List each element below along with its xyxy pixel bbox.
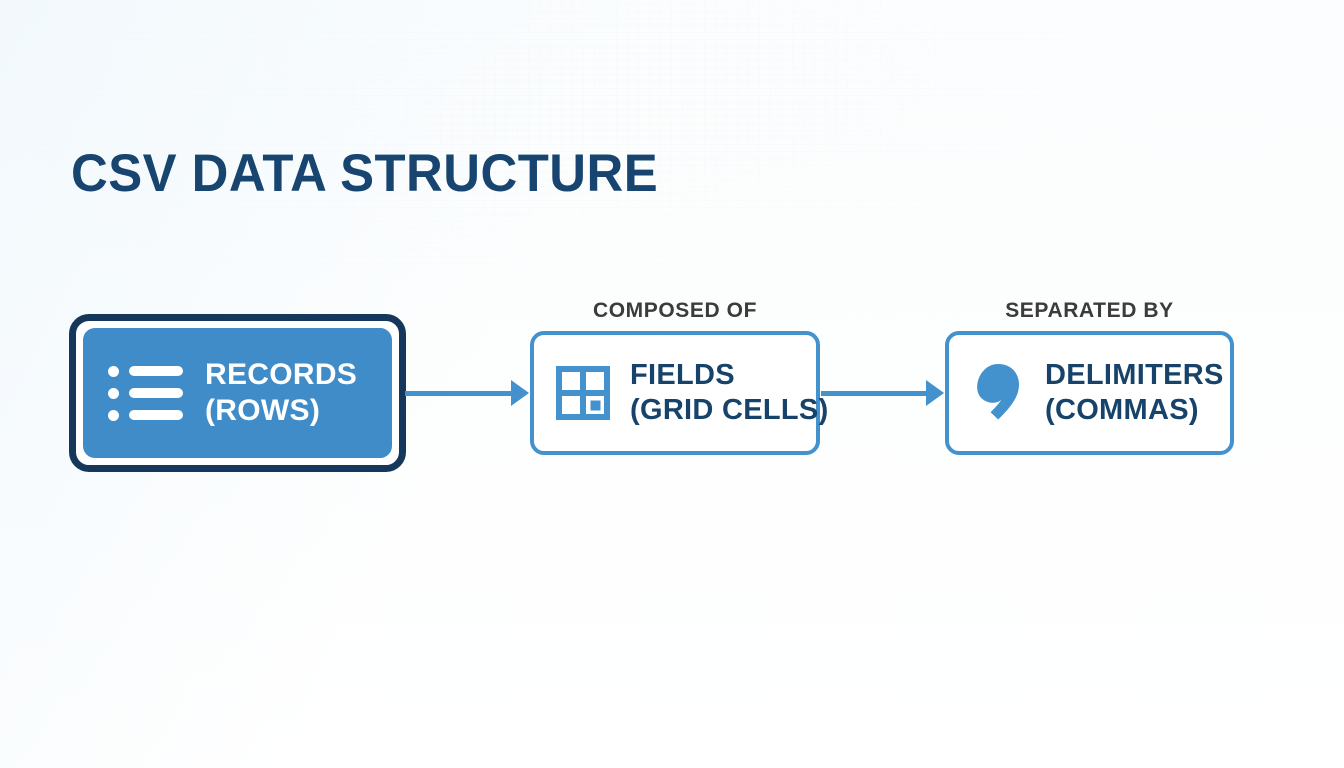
node-fields-line2: (GRID CELLS) (630, 394, 829, 426)
arrow-head-icon (926, 380, 944, 406)
node-records-text: RECORDS (ROWS) (205, 357, 357, 429)
node-fields-line1: FIELDS (630, 359, 735, 391)
connector-arrow-records-to-fields (405, 380, 529, 406)
node-fields-text: FIELDS (GRID CELLS) (630, 358, 829, 428)
connector-arrow-fields-to-delimiters (821, 380, 944, 406)
node-records[interactable]: RECORDS (ROWS) (69, 314, 406, 472)
caption-composed-of: COMPOSED OF (592, 299, 758, 322)
node-records-line2: (ROWS) (205, 394, 321, 427)
arrow-shaft (405, 390, 512, 396)
node-delimiters-line2: (COMMAS) (1045, 394, 1199, 426)
page-title: CSV DATA STRUCTURE (71, 144, 659, 203)
node-records-line1: RECORDS (205, 358, 358, 391)
node-records-inner: RECORDS (ROWS) (83, 328, 392, 458)
bulleted-list-icon (107, 365, 183, 421)
node-delimiters[interactable]: DELIMITERS (COMMAS) (945, 331, 1234, 455)
comma-icon (971, 361, 1025, 425)
node-delimiters-line1: DELIMITERS (1045, 359, 1224, 391)
node-delimiters-text: DELIMITERS (COMMAS) (1045, 358, 1224, 428)
arrow-head-icon (511, 380, 529, 406)
caption-separated-by: SEPARATED BY (1005, 299, 1174, 322)
node-fields[interactable]: FIELDS (GRID CELLS) (530, 331, 828, 455)
grid-cells-icon (556, 366, 610, 420)
arrow-shaft (821, 390, 927, 396)
